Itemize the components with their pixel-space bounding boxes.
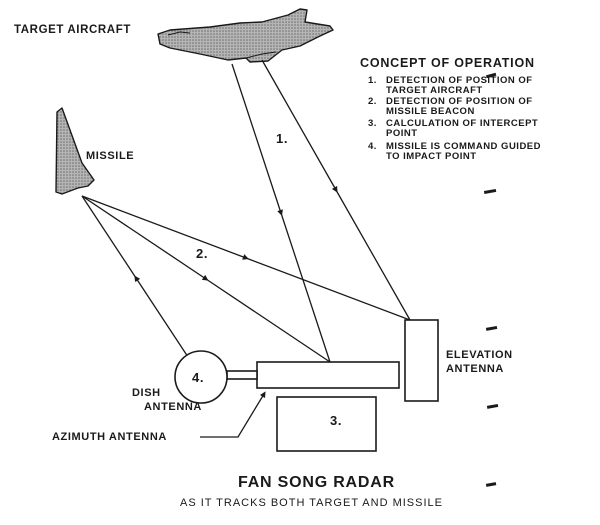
missile-to-elevation-path	[81, 195, 411, 321]
diagram-title: FAN SONG RADAR	[238, 474, 395, 491]
concept-step-number: 2.	[368, 96, 377, 107]
processing-unit	[276, 396, 377, 452]
target-aircraft-silhouette	[157, 8, 334, 63]
number-2: 2.	[196, 246, 209, 261]
dish-antenna-label-line2: ANTENNA	[144, 401, 202, 413]
concept-step-text: TO IMPACT POINT	[386, 151, 477, 162]
concept-step-number: 3.	[368, 118, 377, 129]
missile-label: MISSILE	[86, 150, 135, 162]
number-3: 3.	[330, 413, 343, 428]
diagram-subtitle: AS IT TRACKS BOTH TARGET AND MISSILE	[180, 497, 443, 509]
elevation-antenna	[404, 319, 439, 402]
target-to-elevation-path	[261, 59, 411, 321]
missile-silhouette	[55, 107, 95, 195]
azimuth-antenna	[256, 361, 400, 389]
azimuth-leader	[200, 391, 266, 438]
missile-to-azimuth-path	[81, 195, 331, 363]
signal-paths	[81, 59, 411, 363]
number-4: 4.	[192, 370, 205, 385]
number-1: 1.	[276, 131, 289, 146]
target-aircraft-label: TARGET AIRCRAFT	[14, 24, 131, 36]
concept-step-text: MISSILE IS COMMAND GUIDED	[386, 141, 542, 152]
dish-antenna-label-line1: DISH	[132, 387, 161, 399]
scan-marks	[483, 72, 499, 487]
dish-to-missile-path	[81, 195, 191, 361]
concept-step-text: MISSILE BEACON	[386, 106, 475, 117]
target-to-azimuth-path-arrow	[231, 63, 331, 363]
elevation-antenna-label-line1: ELEVATION	[446, 349, 513, 361]
dish-antenna	[174, 350, 228, 404]
concept-step-number: 4.	[368, 141, 377, 152]
concept-step-text: TARGET AIRCRAFT	[386, 85, 483, 96]
concept-step-text: CALCULATION OF INTERCEPT	[386, 118, 539, 129]
concept-step-text: DETECTION OF POSITION OF	[386, 75, 533, 86]
concept-step-number: 1.	[368, 75, 377, 86]
concept-step-text: POINT	[386, 128, 418, 139]
concept-step-text: DETECTION OF POSITION OF	[386, 96, 533, 107]
elevation-antenna-label-line2: ANTENNA	[446, 363, 504, 375]
dish-feed-connector	[226, 370, 258, 380]
azimuth-antenna-label: AZIMUTH ANTENNA	[52, 431, 167, 443]
concept-title: CONCEPT OF OPERATION	[360, 56, 535, 70]
radar-hardware	[174, 319, 439, 452]
